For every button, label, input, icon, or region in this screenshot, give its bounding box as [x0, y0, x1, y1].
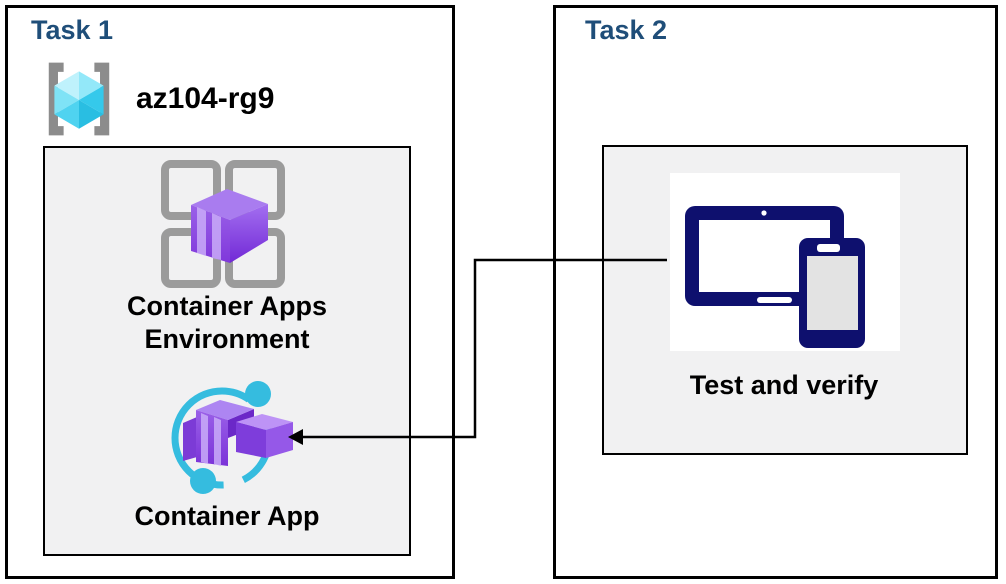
task2-box: Task 2 Test and verify [553, 5, 998, 579]
container-apps-environment-icon [161, 160, 285, 288]
task2-title: Task 2 [585, 15, 668, 45]
container-app-icon [171, 381, 293, 494]
task1-box: Task 1 az104-rg9 [5, 5, 455, 579]
resource-group-name: az104-rg9 [136, 82, 275, 115]
devices-icon-backdrop [670, 173, 900, 351]
container-apps-environment-label: Container Apps Environment [126, 291, 327, 354]
test-and-verify-label: Test and verify [689, 370, 879, 400]
task1-inner-box: Container Apps Environment [43, 146, 411, 556]
task2-inner-box: Test and verify [602, 145, 968, 455]
task1-title: Task 1 [31, 15, 114, 45]
devices-icon [685, 206, 865, 348]
resource-group: az104-rg9 [38, 58, 274, 140]
container-app-label: Container App [134, 501, 320, 531]
resource-group-icon [48, 62, 110, 136]
